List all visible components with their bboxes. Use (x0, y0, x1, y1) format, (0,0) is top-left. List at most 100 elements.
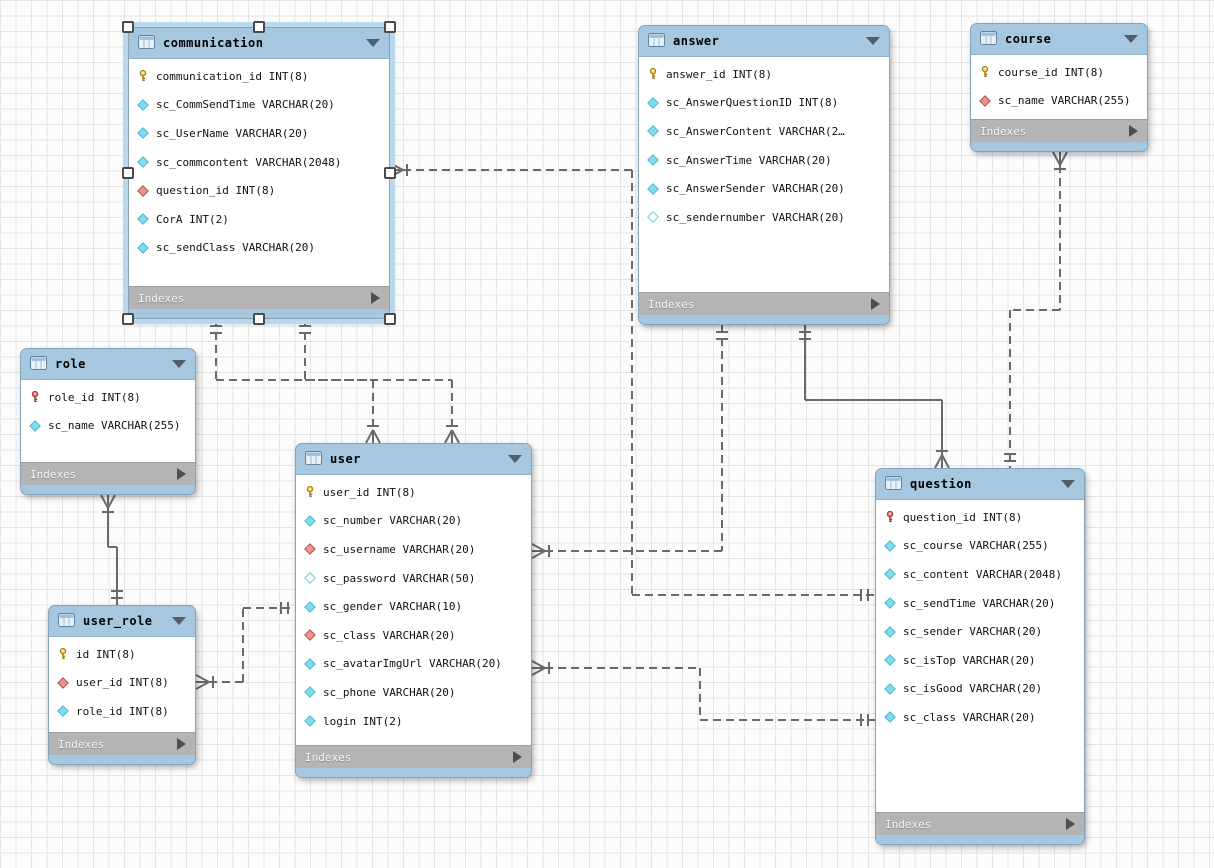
table-user[interactable]: user user_id INT(8)sc_number VARCHAR(20)… (295, 443, 532, 778)
column-row[interactable]: answer_id INT(8) (639, 60, 889, 89)
column-row[interactable]: sc_sender VARCHAR(20) (876, 617, 1084, 646)
column-row[interactable]: sc_isTop VARCHAR(20) (876, 646, 1084, 675)
column-row[interactable]: sc_course VARCHAR(255) (876, 532, 1084, 561)
collapse-arrow-icon[interactable] (866, 37, 880, 45)
table-role[interactable]: role role_id INT(8)sc_name VARCHAR(255) I… (20, 348, 196, 495)
column-definition: login INT(2) (323, 714, 403, 728)
column-row[interactable]: sc_AnswerSender VARCHAR(20) (639, 174, 889, 203)
column-row[interactable]: sc_gender VARCHAR(10) (296, 592, 531, 621)
column-row[interactable]: sc_UserName VARCHAR(20) (129, 119, 389, 148)
table-header[interactable]: user (296, 444, 531, 475)
column-row[interactable]: role_id INT(8) (49, 697, 195, 726)
column-row[interactable]: sc_AnswerTime VARCHAR(20) (639, 146, 889, 175)
relationship-user-to-question[interactable] (531, 660, 875, 726)
expand-arrow-icon[interactable] (371, 292, 380, 304)
collapse-arrow-icon[interactable] (366, 39, 380, 47)
table-communication[interactable]: communication communication_id INT(8)sc_… (122, 21, 396, 325)
selection-handle[interactable] (122, 313, 134, 325)
collapse-arrow-icon[interactable] (172, 360, 186, 368)
table-header[interactable]: answer (639, 26, 889, 57)
column-row[interactable]: sc_class VARCHAR(20) (296, 621, 531, 650)
column-row[interactable]: sc_isGood VARCHAR(20) (876, 675, 1084, 704)
column-row[interactable]: sc_avatarImgUrl VARCHAR(20) (296, 650, 531, 679)
relationship-communication-to-user-b[interactable] (299, 319, 460, 444)
table-user_role[interactable]: user_role id INT(8)user_id INT(8) role_id… (48, 605, 196, 765)
collapse-arrow-icon[interactable] (508, 455, 522, 463)
column-row[interactable]: course_id INT(8) (971, 58, 1147, 87)
relationship-communication-to-user-a[interactable] (210, 319, 381, 444)
relationship-answer-to-user[interactable] (531, 325, 728, 559)
column-row[interactable]: communication_id INT(8) (129, 62, 389, 91)
column-row[interactable]: sc_password VARCHAR(50) (296, 564, 531, 593)
column-notnull-icon (29, 419, 41, 432)
column-row[interactable]: sc_CommSendTime VARCHAR(20) (129, 91, 389, 120)
relationship-role-to-user_role[interactable] (100, 494, 123, 605)
table-answer[interactable]: answer answer_id INT(8)sc_AnswerQuestion… (638, 25, 890, 325)
collapse-arrow-icon[interactable] (1124, 35, 1138, 43)
selection-handle[interactable] (384, 21, 396, 33)
column-row[interactable]: role_id INT(8) (21, 383, 195, 412)
indexes-bar[interactable]: Indexes (639, 292, 889, 315)
relationship-answer-to-question[interactable] (799, 325, 950, 469)
expand-arrow-icon[interactable] (871, 298, 880, 310)
column-row[interactable]: sc_AnswerContent VARCHAR(2… (639, 117, 889, 146)
column-row[interactable]: sc_username VARCHAR(20) (296, 535, 531, 564)
table-header[interactable]: course (971, 24, 1147, 55)
indexes-label: Indexes (58, 737, 105, 751)
indexes-bar[interactable]: Indexes (876, 812, 1084, 835)
table-question[interactable]: question question_id INT(8)sc_course VAR… (875, 468, 1085, 845)
column-notnull-icon (304, 686, 316, 699)
indexes-bar[interactable]: Indexes (21, 462, 195, 485)
selection-handle[interactable] (122, 167, 134, 179)
column-notnull-icon (647, 154, 659, 166)
selection-handle[interactable] (253, 21, 265, 33)
selection-handle[interactable] (122, 21, 134, 33)
column-row[interactable]: id INT(8) (49, 640, 195, 669)
table-header[interactable]: question (876, 469, 1084, 500)
foreign-key-column-icon (304, 629, 316, 642)
table-icon (138, 34, 155, 53)
expand-arrow-icon[interactable] (177, 468, 186, 480)
column-row[interactable]: sc_phone VARCHAR(20) (296, 678, 531, 707)
column-row[interactable]: question_id INT(8) (876, 503, 1084, 532)
table-header[interactable]: user_role (49, 606, 195, 637)
column-row[interactable]: user_id INT(8) (296, 478, 531, 507)
column-row[interactable]: sc_sendClass VARCHAR(20) (129, 234, 389, 263)
column-definition: role_id INT(8) (76, 704, 169, 718)
column-row[interactable]: sc_class VARCHAR(20) (876, 703, 1084, 732)
selection-handle[interactable] (253, 313, 265, 325)
column-row[interactable]: user_id INT(8) (49, 669, 195, 698)
column-notnull-icon (304, 715, 316, 727)
column-row[interactable]: CorA INT(2) (129, 205, 389, 234)
column-row[interactable]: sc_content VARCHAR(2048) (876, 560, 1084, 589)
indexes-bar[interactable]: Indexes (296, 745, 531, 768)
expand-arrow-icon[interactable] (1066, 818, 1075, 830)
column-row[interactable]: question_id INT(8) (129, 176, 389, 205)
column-row[interactable]: sc_name VARCHAR(255) (971, 87, 1147, 116)
collapse-arrow-icon[interactable] (1061, 480, 1075, 488)
expand-arrow-icon[interactable] (177, 738, 186, 750)
relationship-course-to-question[interactable] (1004, 151, 1068, 468)
column-row[interactable]: sc_AnswerQuestionID INT(8) (639, 89, 889, 118)
table-header[interactable]: communication (129, 28, 389, 59)
indexes-bar[interactable]: Indexes (49, 732, 195, 755)
indexes-bar[interactable]: Indexes (971, 119, 1147, 142)
table-header[interactable]: role (21, 349, 195, 380)
column-row[interactable]: login INT(2) (296, 707, 531, 736)
table-course[interactable]: course course_id INT(8)sc_name VARCHAR(2… (970, 23, 1148, 152)
relationship-communication-to-question[interactable] (389, 162, 875, 601)
column-row[interactable]: sc_sendernumber VARCHAR(20) (639, 203, 889, 232)
column-row[interactable]: sc_number VARCHAR(20) (296, 507, 531, 536)
selection-handle[interactable] (384, 313, 396, 325)
selection-handle[interactable] (384, 167, 396, 179)
column-row[interactable]: sc_sendTime VARCHAR(20) (876, 589, 1084, 618)
collapse-arrow-icon[interactable] (172, 617, 186, 625)
column-row[interactable]: sc_commcontent VARCHAR(2048) (129, 148, 389, 177)
relationship-user_role-to-user[interactable] (195, 602, 295, 690)
expand-arrow-icon[interactable] (1129, 125, 1138, 137)
column-row[interactable]: sc_name VARCHAR(255) (21, 412, 195, 441)
indexes-bar[interactable]: Indexes (129, 286, 389, 309)
expand-arrow-icon[interactable] (513, 751, 522, 763)
column-notnull-icon (884, 539, 896, 552)
